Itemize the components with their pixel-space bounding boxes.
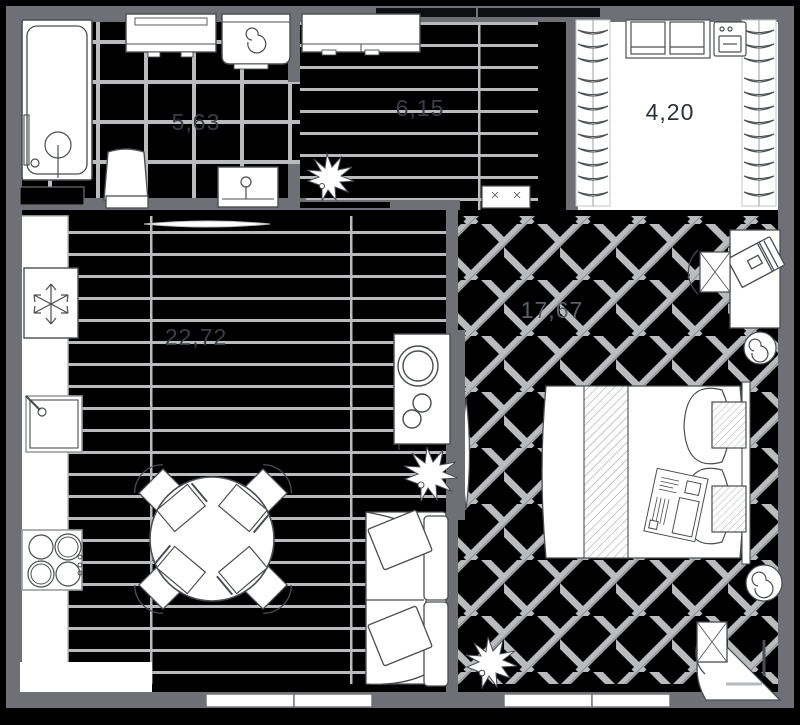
headboard [741,381,751,565]
double-bed [541,381,751,565]
window-bedroom-1 [503,693,593,708]
wall-right [778,6,794,708]
bed-blanket [583,385,629,559]
bedroom-door [458,330,471,520]
plant-icon-hallway [306,152,355,202]
toilet-tank [105,195,149,209]
wall-left [6,6,22,708]
wall-balcony-left [566,14,578,210]
armchair-bedroom [695,621,782,701]
hallway-furniture [300,13,531,209]
snowflake-icon [33,283,69,325]
bathroom-fixtures [19,13,291,209]
plant-icon-bedroom [465,636,518,690]
label-hallway-area: 6,15 [396,95,445,121]
desk-chair [687,249,731,295]
laptop-icon [726,236,785,289]
bathroom-cabinet-2 [221,13,291,65]
dining-table [149,476,275,602]
window-living-2 [293,693,373,708]
washing-machine [19,186,85,206]
sink-faucet-kitchen [25,395,41,411]
counter-accent [143,220,271,228]
window-balcony-top [478,8,600,17]
toilet-bowl [103,148,149,205]
label-bathroom-area: 5,63 [172,109,221,135]
balcony-washer [713,21,747,57]
kitchen-fixtures [21,267,83,591]
door-opening-hall [300,202,390,208]
wall-bedroom-left [446,210,458,692]
window-hallway-top [376,8,476,17]
label-living-area: 22,72 [165,324,228,350]
area-labels: 5,63 6,15 4,20 22,72 17,67 [165,95,695,350]
bathroom-cabinet-1 [125,13,217,53]
entry-pad [20,662,152,692]
desk [726,229,785,329]
place-settings [154,482,270,596]
plant-icon-living [403,446,459,502]
label-bedroom-area: 17,67 [521,297,584,323]
balcony-storage-boxes [625,19,711,59]
balcony-railing-left [575,19,611,207]
sofa [365,509,449,687]
balcony-elements [575,19,777,207]
bedroom-furniture [458,229,785,701]
windows [205,8,671,708]
living-furniture [20,220,459,692]
shoe-cabinet [481,185,531,209]
bathtub-basin [26,25,88,175]
sofa-cushions [367,509,433,667]
floor-lamp-upper [743,331,777,365]
bathtub-plug [30,158,40,168]
burner-4 [55,561,81,587]
dining-set [134,464,292,614]
label-balcony-area: 4,20 [646,99,695,125]
burner-2 [54,533,82,561]
burner-3 [27,560,55,588]
window-living-1 [205,693,295,708]
wall-bottom [6,692,794,708]
balcony-railing-right [741,19,777,207]
wall-bathroom-right-upper [288,22,300,82]
window-bedroom-2 [591,693,671,708]
bed-tray [643,467,709,543]
bathtub-faucet [23,114,30,166]
wall-balcony-top [566,6,794,18]
tv-console [393,333,451,450]
floor-lamp-lower [745,564,783,602]
burner-1 [28,534,54,560]
spiral-icon [245,27,267,54]
wall-bathroom-right-lower [288,164,300,208]
